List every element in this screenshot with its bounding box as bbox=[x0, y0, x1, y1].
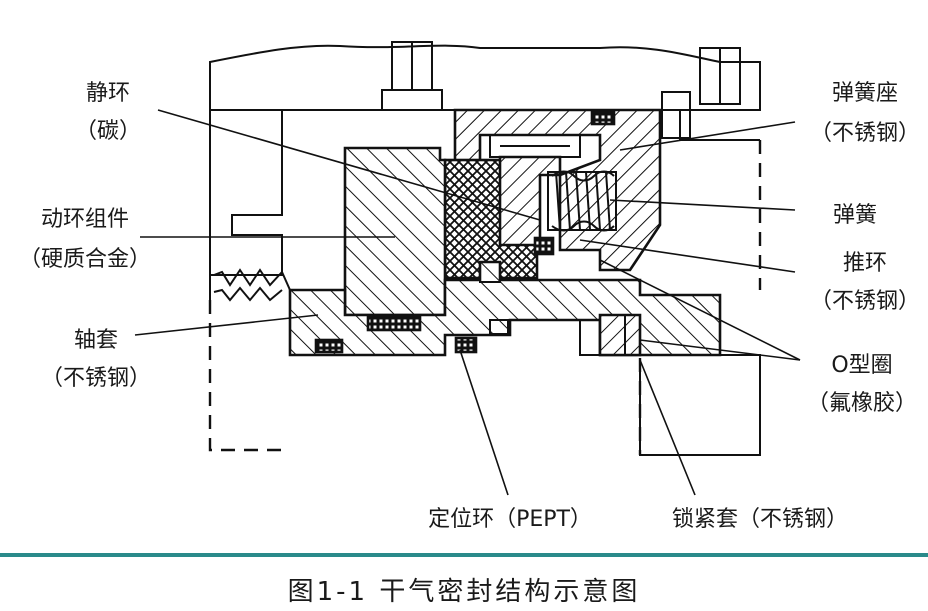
label-o-ring-mat: （氟橡胶） bbox=[807, 391, 917, 416]
label-rotating-ring: 动环组件 bbox=[41, 207, 129, 232]
label-spring-seat-mat: （不锈钢） bbox=[810, 121, 920, 146]
label-spring-seat: 弹簧座 bbox=[832, 81, 898, 106]
label-stationary-ring-mat: （碳） bbox=[75, 119, 141, 144]
label-shaft-sleeve-mat: （不锈钢） bbox=[41, 366, 151, 391]
leader-lines bbox=[134, 109, 801, 496]
label-lock-sleeve: 锁紧套（不锈钢） bbox=[672, 507, 848, 532]
push-ring bbox=[489, 134, 581, 256]
label-locating-ring: 定位环（PEPT） bbox=[428, 507, 592, 532]
label-o-ring: O型圈 bbox=[831, 353, 892, 378]
housing bbox=[208, 41, 762, 456]
figure-caption: 图1-1 干气密封结构示意图 bbox=[288, 577, 641, 607]
label-push-ring: 推环 bbox=[843, 251, 887, 276]
label-spring: 弹簧 bbox=[833, 203, 877, 228]
label-push-ring-mat: （不锈钢） bbox=[810, 289, 920, 314]
label-shaft-sleeve: 轴套 bbox=[74, 328, 118, 353]
labels: 静环 （碳） 动环组件 （硬质合金） 轴套 （不锈钢） 弹簧座 （不锈钢） 弹簧… bbox=[19, 81, 920, 532]
caption-rule bbox=[0, 553, 928, 557]
rotating-ring bbox=[343, 146, 447, 317]
label-rotating-ring-mat: （硬质合金） bbox=[19, 247, 151, 272]
lock-sleeve bbox=[579, 313, 642, 357]
label-stationary-ring: 静环 bbox=[86, 81, 130, 106]
